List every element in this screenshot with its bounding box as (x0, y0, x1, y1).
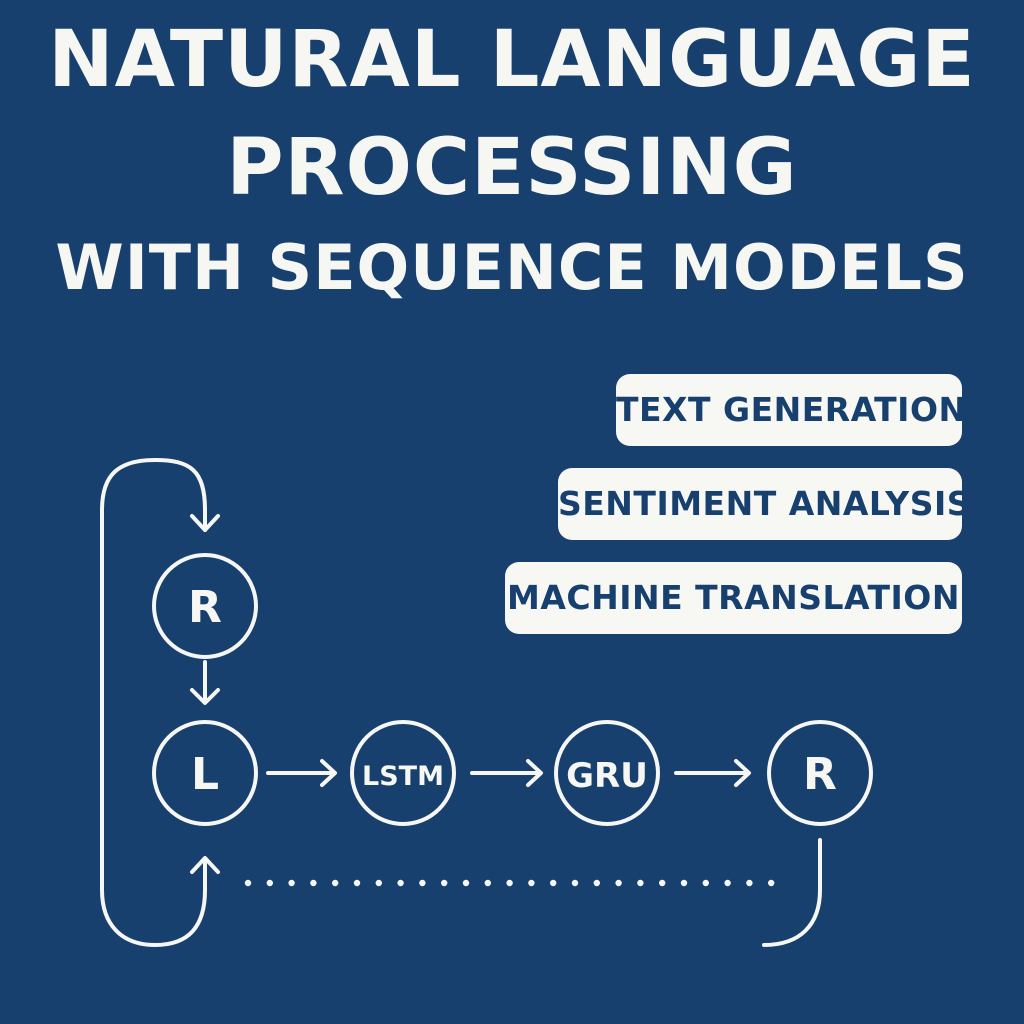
node-gru-label: GRU (566, 756, 648, 796)
feedback-dot (266, 879, 273, 887)
edge-r-to-l-arrowhead (190, 688, 220, 705)
node-r-top (152, 553, 258, 659)
feedback-dot (637, 879, 644, 887)
application-pill-machine-translation: MACHINE TRANSLATION (505, 562, 962, 634)
dotted-feedback-line (244, 879, 775, 887)
recurrent-loop-edge (100, 458, 207, 947)
feedback-dot (441, 879, 448, 887)
title-line-3: WITH SEQUENCE MODELS (55, 231, 969, 304)
feedback-dot (484, 879, 491, 887)
node-gru (554, 720, 660, 826)
feedback-dot (550, 879, 557, 887)
feedback-dot (528, 879, 535, 887)
node-lstm (350, 720, 456, 826)
application-pill-text-generation: TEXT GENERATION (616, 374, 966, 446)
feedback-dot (462, 879, 470, 887)
node-r-end (767, 720, 873, 826)
title-line-1: NATURAL LANGUAGE (48, 15, 976, 105)
loop-return-arrowhead (190, 856, 220, 874)
feedback-dot (419, 879, 426, 887)
feedback-dot (724, 879, 731, 887)
feedback-dot (506, 879, 513, 887)
title-line-2: PROCESSING (226, 123, 798, 213)
node-r-end-label: R (803, 749, 837, 800)
feedback-dot (593, 879, 600, 887)
feedback-dot (397, 879, 404, 887)
feedback-dot (746, 879, 753, 887)
loop-entry-arrowhead (190, 514, 220, 532)
feedback-dot (659, 879, 666, 887)
application-pill-sentiment-analysis: SENTIMENT ANALYSIS (558, 468, 971, 540)
feedback-dot (353, 879, 361, 887)
feedback-dot (615, 879, 622, 887)
edge-l-to-lstm-arrowhead (320, 759, 337, 787)
node-r-top-label: R (188, 582, 222, 633)
node-l (152, 720, 258, 826)
feedback-dot (244, 879, 252, 887)
feedback-dot (768, 879, 775, 887)
feedback-dot (702, 879, 709, 887)
edge-lstm-to-gru-arrowhead (526, 759, 543, 787)
feedback-dot (310, 879, 317, 887)
feedback-dot (375, 879, 382, 887)
feedback-dot (680, 879, 688, 887)
feedback-dot (332, 879, 339, 887)
output-tail-edge (762, 838, 822, 947)
node-l-label: L (191, 749, 219, 800)
edge-gru-to-r-arrowhead (734, 759, 751, 787)
feedback-dot (288, 879, 295, 887)
feedback-dot (571, 879, 579, 887)
node-lstm-label: LSTM (362, 761, 444, 792)
